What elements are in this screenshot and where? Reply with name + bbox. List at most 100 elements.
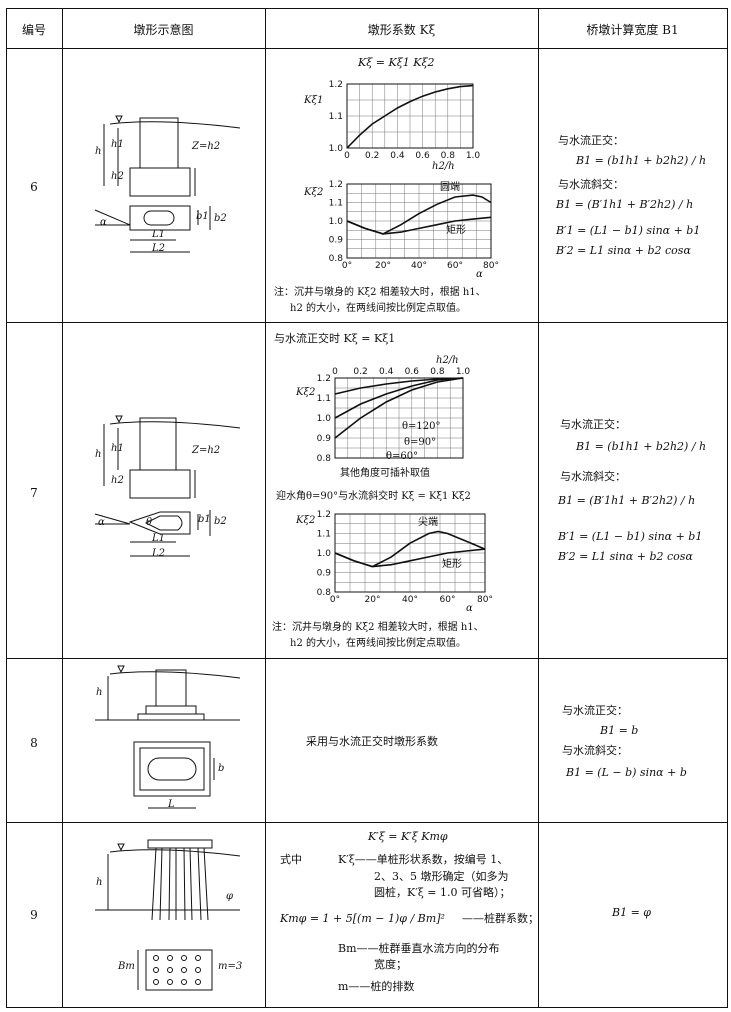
- diagram-label: h1: [111, 139, 124, 150]
- width-label: 与水流正交：: [558, 134, 624, 147]
- row-number: 7: [30, 486, 38, 500]
- diagram-label: Z=h2: [192, 141, 221, 152]
- diagram-label: α: [98, 517, 105, 528]
- diagram-label: h: [95, 449, 102, 460]
- y-tick-label: 0.9: [329, 236, 344, 246]
- pier-diagram-8: [95, 665, 241, 809]
- chart-k2-alpha-sharp: 0°20°40°60°80°0.80.91.01.11.2: [317, 510, 493, 605]
- coef-text: Bm——桩群垂直水流方向的分布: [338, 942, 500, 955]
- diagram-label: h2: [111, 171, 124, 182]
- chart-k2-alpha: 0°20°40°60°80°0.80.91.01.11.2: [329, 180, 499, 271]
- y-tick-label: 1.1: [317, 530, 331, 540]
- chart-xlabel: α: [466, 603, 473, 614]
- x-tick-label: 40°: [402, 595, 418, 605]
- diagram-label: L1: [152, 533, 166, 544]
- series-line: [334, 377, 464, 395]
- x-tick-label: 20°: [375, 261, 391, 271]
- note: h2 的大小，在两线间按比例定点取值。: [290, 303, 466, 314]
- x-tick-label: 0.4: [379, 367, 394, 377]
- diagram-label: b1: [196, 211, 209, 222]
- col-border: [62, 8, 63, 1008]
- coef-text: 与水流正交时 Kξ = Kξ1: [274, 332, 396, 345]
- diagram-label: h: [96, 877, 103, 888]
- y-tick-label: 0.8: [329, 254, 344, 264]
- coef-text: 2、3、5 墩形确定（如多为: [374, 870, 509, 883]
- diagram-label: Z=h2: [192, 445, 221, 456]
- curve-label-sharp: 尖端: [418, 517, 438, 528]
- series-line: [346, 216, 492, 235]
- col-border: [265, 8, 266, 1008]
- chart-ylabel: Kξ1: [304, 95, 324, 106]
- chart-xlabel: h2/h: [432, 161, 455, 172]
- coef-text: 式中: [280, 853, 302, 866]
- width-formula: B1 = (B′1h1 + B′2h2) / h: [556, 198, 694, 211]
- header-width: 桥墩计算宽度 B1: [586, 23, 679, 37]
- x-tick-label: 0: [332, 367, 338, 377]
- x-tick-label: 0°: [330, 595, 340, 605]
- diagram-label: h2: [111, 475, 124, 486]
- note: h2 的大小，在两线间按比例定点取值。: [290, 638, 466, 649]
- y-tick-label: 1.2: [329, 180, 343, 190]
- table-border-bottom: [6, 1007, 727, 1008]
- note: 注：沉井与墩身的 Kξ2 相差较大时，根据 h1、: [274, 287, 486, 298]
- width-label: 与水流斜交：: [560, 470, 626, 483]
- x-tick-label: 0.8: [441, 151, 456, 161]
- col-border: [727, 8, 728, 1008]
- coef-formula: Kmφ = 1 + 5[(m − 1)φ / Bm]²: [280, 912, 445, 925]
- diagram-label: θ: [146, 517, 153, 528]
- x-tick-label: 0.2: [365, 151, 379, 161]
- y-tick-label: 1.2: [317, 374, 331, 384]
- x-tick-label: 80°: [477, 595, 493, 605]
- x-tick-label: 0.6: [415, 151, 430, 161]
- x-tick-label: 80°: [483, 261, 499, 271]
- x-tick-label: 1.0: [456, 367, 471, 377]
- width-label: 与水流斜交：: [562, 744, 628, 757]
- note: 注：沉井与墩身的 Kξ2 相差较大时，根据 h1、: [272, 622, 484, 633]
- coef-text: 圆桩，K′ξ = 1.0 可省略）；: [374, 886, 511, 899]
- series-line: [334, 377, 464, 439]
- row-divider: [6, 658, 727, 659]
- width-formula: B1 = φ: [612, 906, 651, 919]
- series-line: [334, 548, 486, 568]
- diagram-label: b2: [214, 516, 227, 527]
- header-no: 编号: [21, 23, 46, 37]
- row-divider: [6, 322, 727, 323]
- pier-diagram-9: [95, 839, 241, 991]
- width-formula: B′1 = (L1 − b1) sinα + b1: [558, 530, 703, 543]
- diagram-label: b1: [198, 514, 211, 525]
- curve-label-round: 圆端: [440, 182, 460, 193]
- diagram-label: L2: [152, 243, 166, 254]
- curve-label-rect: 矩形: [446, 225, 466, 236]
- diagram-label: L1: [152, 229, 166, 240]
- y-tick-label: 1.1: [317, 394, 331, 404]
- y-tick-label: 1.0: [317, 414, 332, 424]
- y-tick-label: 1.1: [329, 112, 343, 122]
- width-label: 与水流正交：: [560, 418, 626, 431]
- chart-ylabel: Kξ2: [304, 187, 324, 198]
- x-tick-label: 20°: [365, 595, 381, 605]
- diagram-label: m=3: [218, 961, 243, 972]
- table-border-top: [6, 8, 727, 9]
- row-number: 8: [30, 736, 38, 750]
- curve-label-theta: θ=90°: [404, 437, 437, 448]
- header-diagram: 墩形示意图: [133, 23, 194, 37]
- y-tick-label: 1.0: [329, 217, 344, 227]
- coef-formula: Kξ = Kξ1 Kξ2: [358, 56, 435, 69]
- pier-diagram-6: [94, 115, 241, 253]
- width-formula: B1 = b: [600, 724, 639, 737]
- y-tick-label: 0.8: [317, 588, 332, 598]
- curve-label-theta: θ=120°: [402, 421, 441, 432]
- x-tick-label: 0: [344, 151, 350, 161]
- diagram-label: b2: [214, 213, 227, 224]
- coef-text: 宽度；: [374, 958, 407, 971]
- curve-label-theta: θ=60°: [386, 451, 419, 462]
- y-tick-label: 1.2: [329, 80, 343, 90]
- y-tick-label: 1.0: [329, 144, 344, 154]
- coef-formula: K′ξ = K′ξ Kmφ: [368, 830, 448, 843]
- y-tick-label: 1.1: [329, 199, 343, 209]
- x-tick-label: 60°: [447, 261, 463, 271]
- y-tick-label: 0.9: [317, 569, 332, 579]
- width-label: 与水流正交：: [562, 704, 628, 717]
